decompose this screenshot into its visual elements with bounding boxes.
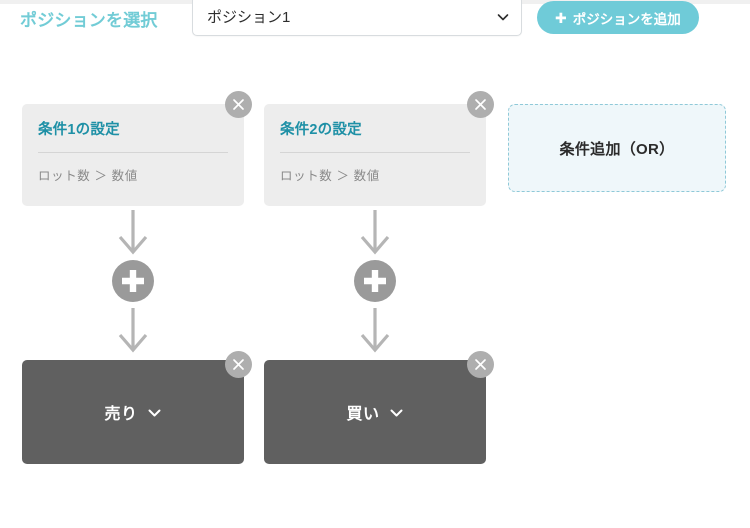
condition-board: 条件1の設定 ロット数 ＞ 数値 <box>0 86 750 528</box>
direction-block-wrapper: 買い <box>264 351 494 464</box>
condition-card[interactable]: 条件2の設定 ロット数 ＞ 数値 <box>264 104 486 206</box>
condition-card-expression: ロット数 ＞ 数値 <box>38 169 138 183</box>
position-column-2: 条件2の設定 ロット数 ＞ 数値 <box>264 86 494 464</box>
arrow-down-icon <box>264 304 486 356</box>
add-condition-or-box[interactable]: 条件追加（OR） <box>508 104 726 192</box>
condition-card-title: 条件2の設定 <box>280 122 362 138</box>
direction-block[interactable]: 買い <box>264 360 486 464</box>
add-position-button[interactable]: ✚ ポジションを追加 <box>537 1 699 34</box>
add-step-row <box>264 258 486 304</box>
header-row: ポジションを選択 ポジション1 ✚ ポジションを追加 <box>0 0 750 46</box>
plus-circle-icon[interactable] <box>354 260 396 302</box>
arrow-down-icon <box>264 206 486 258</box>
position-select-value: ポジション1 <box>207 8 291 26</box>
add-step-row <box>22 258 244 304</box>
chevron-down-icon <box>147 405 162 420</box>
divider <box>38 152 228 153</box>
direction-label: 買い <box>346 406 380 423</box>
position-select[interactable]: ポジション1 <box>192 0 522 36</box>
condition-card-wrapper: 条件2の設定 ロット数 ＞ 数値 <box>264 86 494 206</box>
direction-block[interactable]: 売り <box>22 360 244 464</box>
add-position-button-label: ポジションを追加 <box>572 11 681 27</box>
close-icon[interactable] <box>467 91 494 118</box>
close-icon[interactable] <box>467 351 494 378</box>
direction-block-wrapper: 売り <box>22 351 252 464</box>
condition-card-expression: ロット数 ＞ 数値 <box>280 169 380 183</box>
arrow-down-icon <box>22 206 244 258</box>
direction-label: 売り <box>104 406 138 423</box>
chevron-down-icon <box>497 10 509 22</box>
plus-circle-icon[interactable] <box>112 260 154 302</box>
close-icon[interactable] <box>225 91 252 118</box>
plus-icon: ✚ <box>555 9 567 26</box>
chevron-down-icon <box>389 405 404 420</box>
position-select-label: ポジションを選択 <box>20 11 158 30</box>
condition-card-title: 条件1の設定 <box>38 122 120 138</box>
condition-card[interactable]: 条件1の設定 ロット数 ＞ 数値 <box>22 104 244 206</box>
position-column-1: 条件1の設定 ロット数 ＞ 数値 <box>22 86 252 464</box>
condition-card-wrapper: 条件1の設定 ロット数 ＞ 数値 <box>22 86 252 206</box>
arrow-down-icon <box>22 304 244 356</box>
divider <box>280 152 470 153</box>
close-icon[interactable] <box>225 351 252 378</box>
add-condition-or-label: 条件追加（OR） <box>559 140 675 158</box>
